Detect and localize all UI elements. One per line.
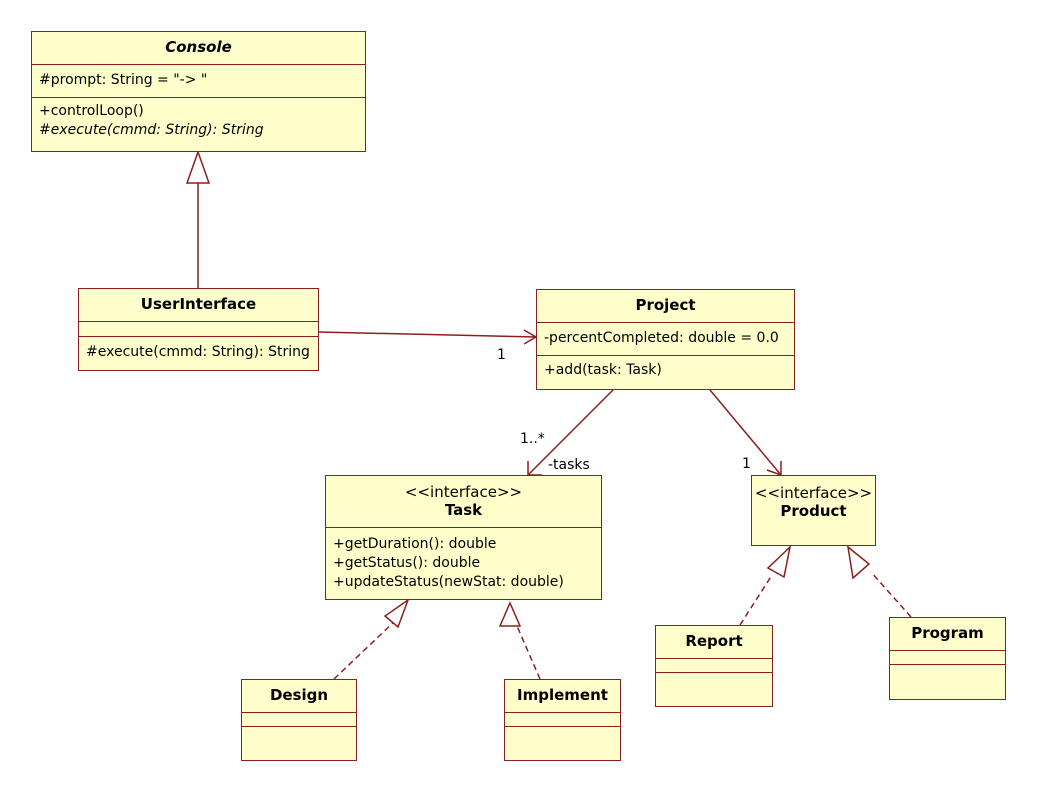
class-console[interactable]: Console #prompt: String = "-> " +control… — [31, 31, 366, 152]
operations-section: +add(task: Task) — [537, 355, 794, 380]
attributes-section — [79, 321, 318, 336]
realization-arrowhead-report — [766, 544, 792, 579]
interface-task[interactable]: <<interface>> Task +getDuration(): doubl… — [325, 475, 602, 600]
class-name: UserInterface — [140, 295, 257, 313]
association-userinterface-project — [318, 331, 537, 338]
class-name: Product — [780, 502, 847, 520]
operations-section: +getDuration(): double +getStatus(): dou… — [326, 527, 601, 592]
multiplicity-label: 1..* — [520, 431, 545, 447]
operation: #execute(cmmd: String): String — [86, 344, 310, 360]
operations-section — [890, 664, 1005, 665]
generalization-arrowhead-console — [185, 149, 211, 184]
class-project[interactable]: Project -percentCompleted: double = 0.0 … — [536, 289, 795, 390]
operation: +updateStatus(newStat: double) — [333, 574, 564, 590]
class-name: Report — [685, 632, 743, 650]
multiplicity-label: 1 — [742, 456, 751, 472]
operation: +getStatus(): double — [333, 555, 481, 571]
multiplicity-label: 1 — [497, 347, 506, 363]
realization-arrowhead-design — [383, 598, 410, 629]
attributes-section — [505, 712, 620, 726]
operations-section — [242, 726, 356, 727]
class-header: <<interface>> Task — [326, 476, 601, 527]
stereotype: <<interface>> — [404, 483, 523, 501]
operation: +add(task: Task) — [544, 362, 662, 378]
realization-design-task — [333, 619, 397, 680]
attributes-section — [890, 650, 1005, 664]
class-program[interactable]: Program — [889, 617, 1006, 700]
class-name: Console — [165, 38, 232, 56]
class-userinterface[interactable]: UserInterface #execute(cmmd: String): St… — [78, 288, 319, 371]
interface-product[interactable]: <<interface>> Product — [751, 475, 876, 546]
realization-arrowhead-implement — [498, 601, 522, 627]
class-implement[interactable]: Implement — [504, 679, 621, 761]
operations-section: +controlLoop() #execute(cmmd: String): S… — [32, 97, 365, 140]
realization-implement-task — [516, 625, 541, 680]
association-project-product — [709, 389, 782, 476]
attribute: #prompt: String = "-> " — [39, 72, 208, 88]
attributes-section: #prompt: String = "-> " — [32, 64, 365, 97]
operation: #execute(cmmd: String): String — [39, 122, 264, 138]
class-name: Implement — [517, 686, 608, 704]
class-name: Task — [444, 501, 483, 519]
association-project-task — [527, 389, 614, 476]
realization-report-product — [739, 574, 773, 626]
operation: +getDuration(): double — [333, 536, 497, 552]
attributes-section: -percentCompleted: double = 0.0 — [537, 322, 794, 355]
class-header: <<interface>> Product — [752, 476, 875, 520]
class-name: Program — [911, 624, 984, 642]
stereotype: <<interface>> — [754, 484, 873, 502]
realization-arrowhead-program — [846, 545, 871, 580]
operations-section — [505, 726, 620, 727]
class-report[interactable]: Report — [655, 625, 773, 707]
operation: +controlLoop() — [39, 103, 144, 119]
attributes-section — [656, 658, 772, 672]
role-label: -tasks — [548, 457, 590, 473]
class-design[interactable]: Design — [241, 679, 357, 761]
operations-section — [656, 672, 772, 673]
attributes-section — [242, 712, 356, 726]
class-name: Project — [635, 296, 696, 314]
operations-section: #execute(cmmd: String): String — [79, 336, 318, 362]
class-name: Design — [269, 686, 329, 704]
realization-program-product — [870, 571, 912, 618]
attribute: -percentCompleted: double = 0.0 — [544, 330, 779, 346]
